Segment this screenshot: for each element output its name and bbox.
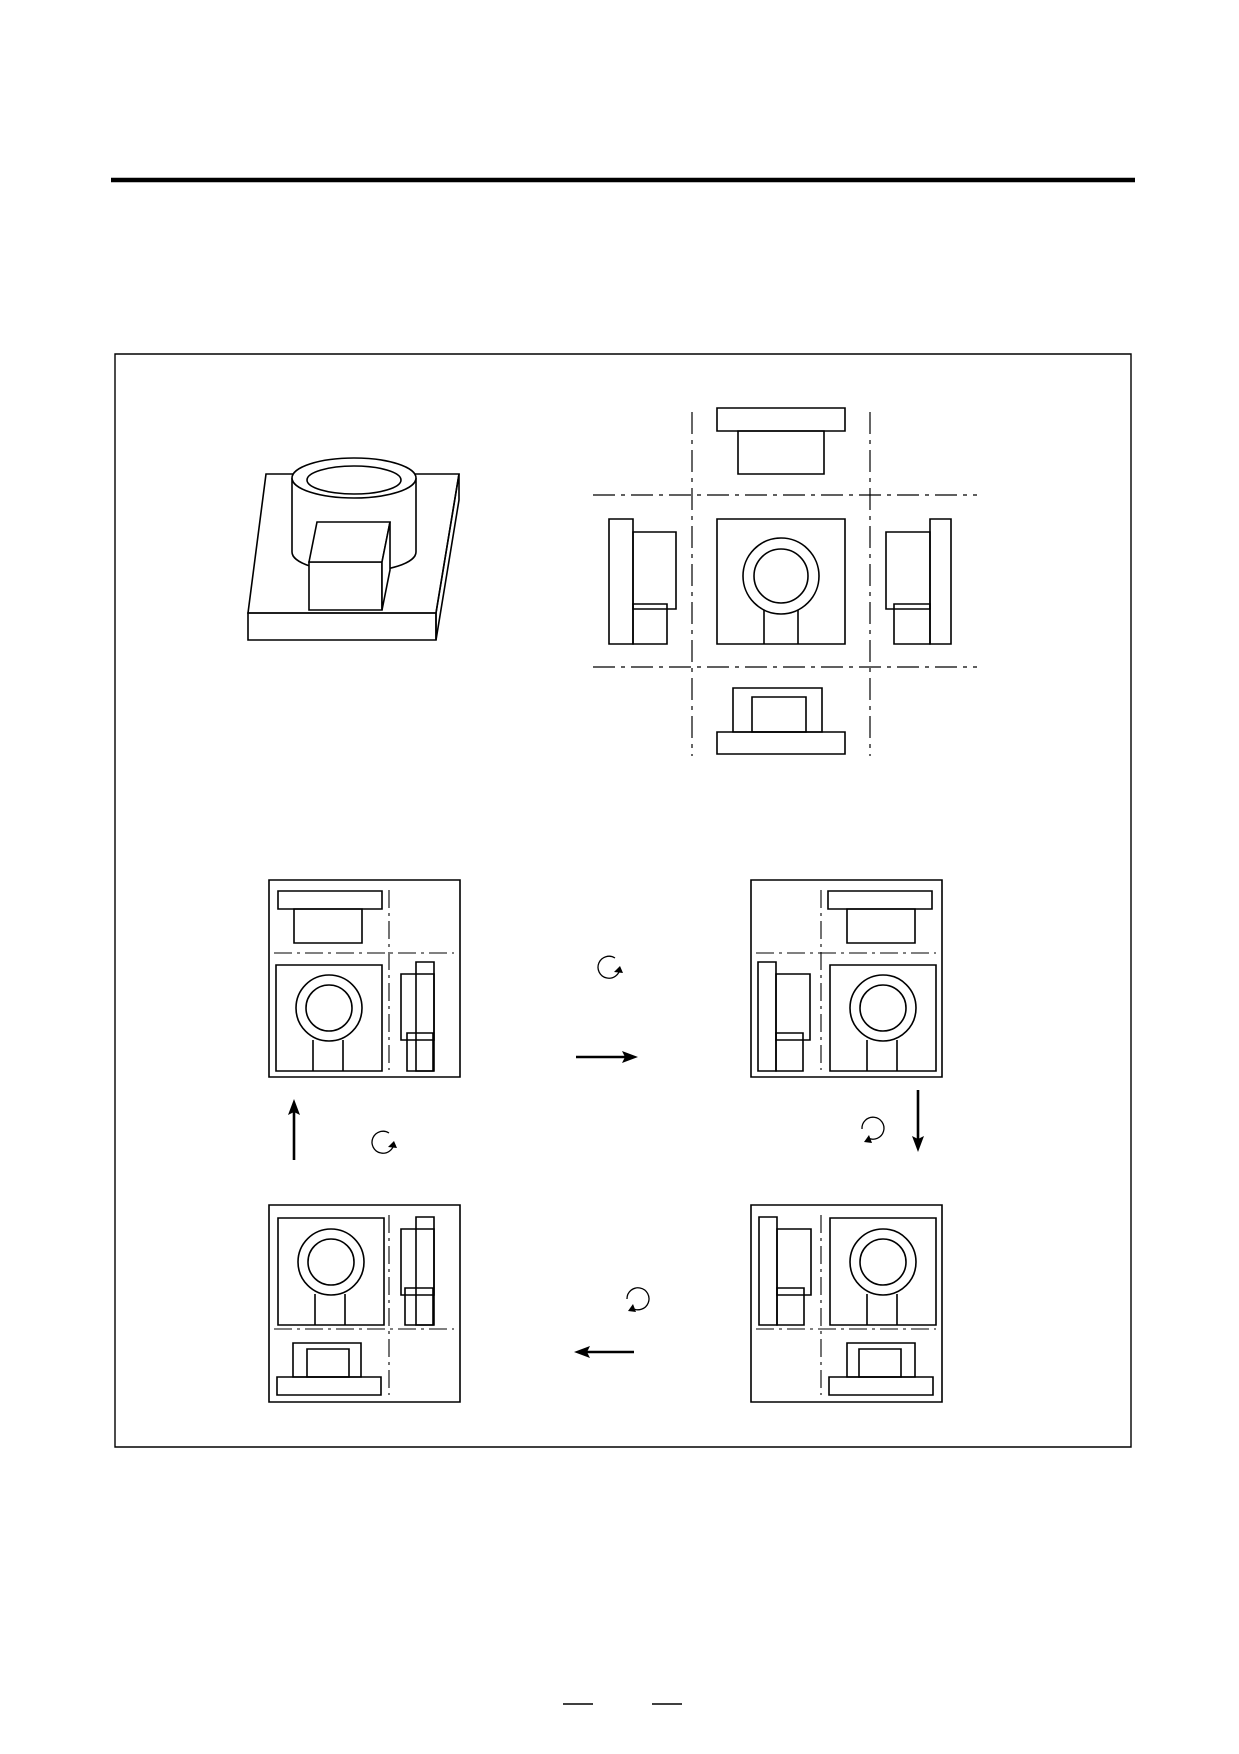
- rotate-counterclockwise-icon: [598, 956, 623, 978]
- arrow-left-icon: [574, 1346, 634, 1358]
- panel-top-right: [751, 880, 942, 1077]
- panel-bottom-right: [751, 1205, 942, 1402]
- arrow-up-icon: [288, 1099, 300, 1160]
- rotate-counterclockwise-icon: [627, 1288, 649, 1312]
- arrow-right-icon: [576, 1051, 638, 1063]
- rotate-counterclockwise-icon: [862, 1117, 884, 1143]
- panel-top-left: [269, 880, 460, 1077]
- rotate-counterclockwise-icon: [372, 1131, 397, 1153]
- arrow-down-icon: [912, 1090, 924, 1152]
- panel-bottom-left: [269, 1205, 460, 1402]
- isometric-part-icon: [248, 457, 459, 640]
- six-view-projection-icon: [593, 408, 977, 756]
- figure-frame: [115, 354, 1131, 1447]
